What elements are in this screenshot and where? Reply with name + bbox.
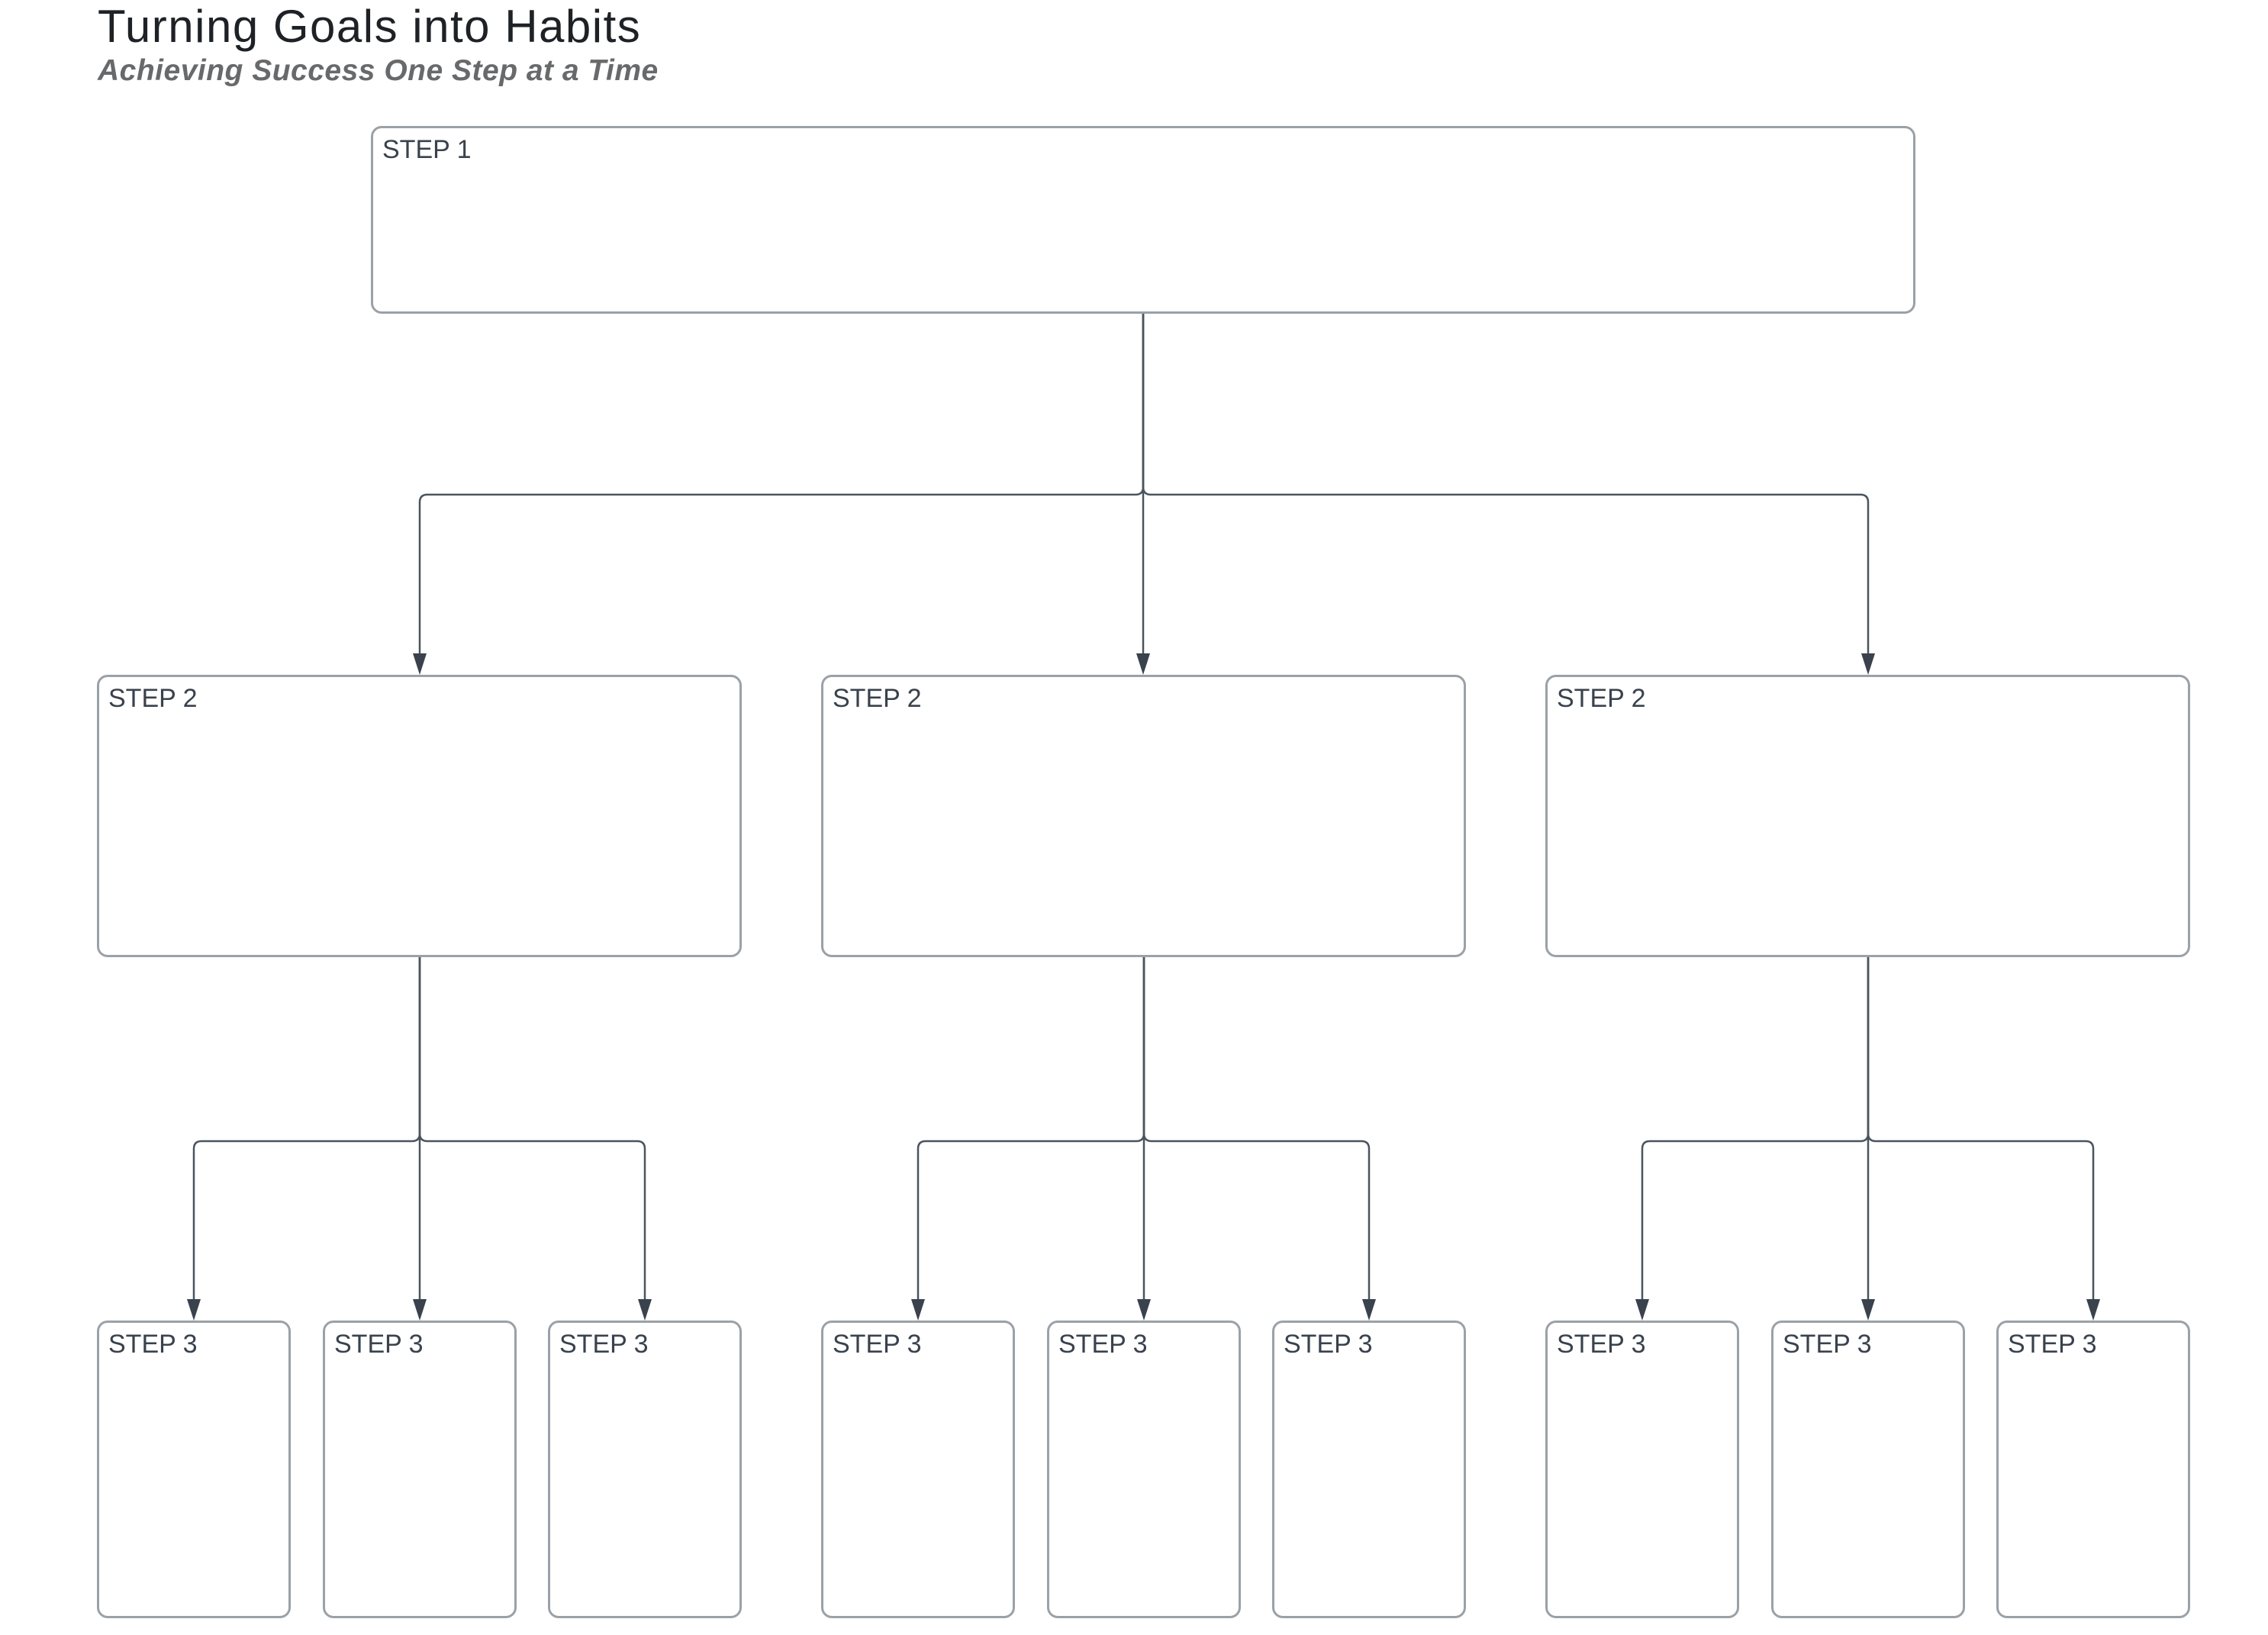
node-step2-1[interactable]: STEP 2: [97, 675, 742, 957]
node-step3-5[interactable]: STEP 3: [1047, 1321, 1241, 1618]
page-subtitle: Achieving Success One Step at a Time: [98, 54, 659, 87]
node-step3-3[interactable]: STEP 3: [548, 1321, 742, 1618]
arrowhead-icon: [1861, 653, 1875, 675]
arrowhead-icon: [187, 1299, 201, 1321]
node-step3-8[interactable]: STEP 3: [1771, 1321, 1965, 1618]
connector-root-right: [1142, 314, 1870, 655]
connector-g1-left: [192, 957, 421, 1301]
node-step2-3[interactable]: STEP 2: [1545, 675, 2190, 957]
page-title: Turning Goals into Habits: [98, 1, 642, 52]
arrowhead-icon: [413, 1299, 427, 1321]
node-step3-4[interactable]: STEP 3: [821, 1321, 1015, 1618]
node-step3-9[interactable]: STEP 3: [1996, 1321, 2190, 1618]
node-step3-6[interactable]: STEP 3: [1272, 1321, 1466, 1618]
arrowhead-icon: [1635, 1299, 1649, 1321]
connector-g1-right: [418, 957, 646, 1301]
node-step2-2[interactable]: STEP 2: [821, 675, 1466, 957]
arrowhead-icon: [1362, 1299, 1376, 1321]
connector-g2-right: [1142, 957, 1371, 1301]
node-step3-1[interactable]: STEP 3: [97, 1321, 291, 1618]
node-step3-7[interactable]: STEP 3: [1545, 1321, 1739, 1618]
node-step3-2[interactable]: STEP 3: [323, 1321, 517, 1618]
connector-g2-left: [917, 957, 1145, 1301]
arrowhead-icon: [413, 653, 427, 675]
connector-root-left: [418, 314, 1145, 655]
arrowhead-icon: [2086, 1299, 2100, 1321]
arrowhead-icon: [911, 1299, 925, 1321]
arrowhead-icon: [1136, 653, 1150, 675]
arrowhead-icon: [1861, 1299, 1875, 1321]
arrowhead-icon: [1137, 1299, 1151, 1321]
header: Turning Goals into Habits Achieving Succ…: [98, 2, 659, 88]
connector-g3-right: [1867, 957, 2095, 1301]
arrowhead-icon: [638, 1299, 652, 1321]
node-step1[interactable]: STEP 1: [371, 126, 1915, 314]
connector-g3-left: [1641, 957, 1870, 1301]
